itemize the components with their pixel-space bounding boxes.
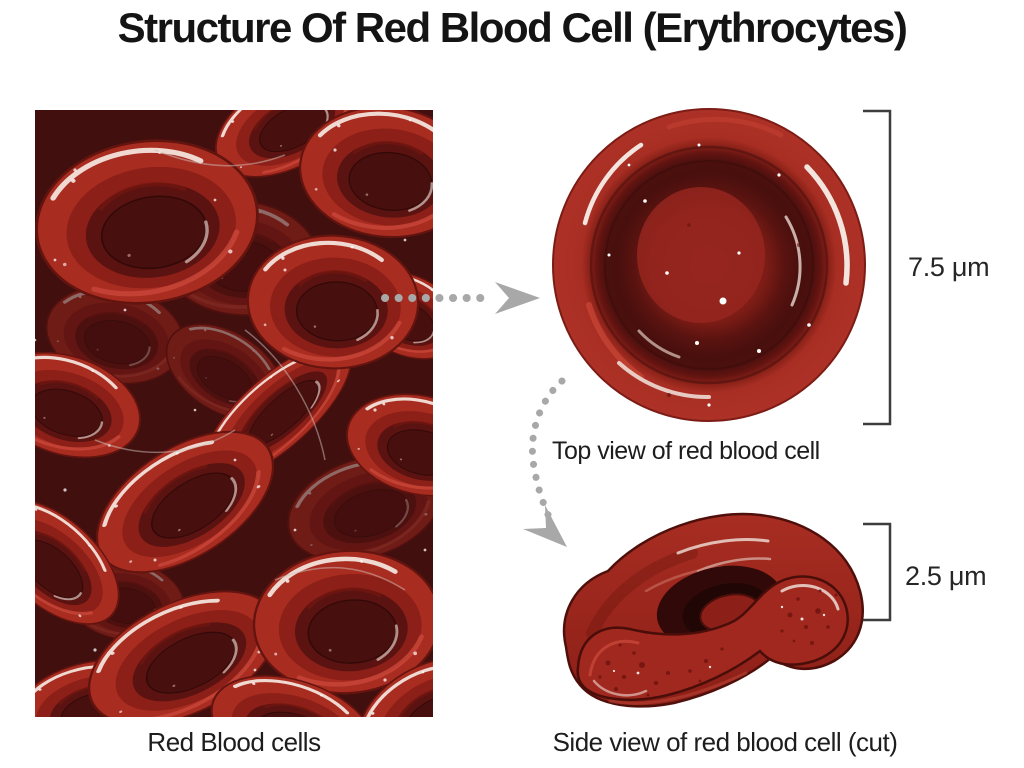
diameter-label: 7.5 μm [908,252,990,282]
curved-dotted-arrow-icon [523,377,567,547]
thickness-measurement-bracket [863,522,892,622]
dotted-arrow-right-icon [381,282,540,314]
blood-smear-caption: Red Blood cells [147,727,321,757]
top-view-illustration [552,108,866,422]
thickness-label: 2.5 μm [905,561,987,591]
diameter-measurement-bracket [863,109,892,426]
side-view-caption: Side view of red blood cell (cut) [552,727,898,757]
side-view-illustration [562,512,864,708]
blood-smear-illustration [35,110,433,717]
top-view-caption: Top view of red blood cell [552,437,820,465]
page-title: Structure Of Red Blood Cell (Erythrocyte… [117,4,908,51]
